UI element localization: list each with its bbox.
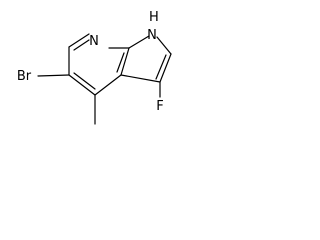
bond-n1-c2	[156, 36, 172, 55]
bond-double-c2-c3	[155, 54, 167, 80]
bond-c4-c5	[68, 74, 96, 96]
bond-c7a-n1	[128, 35, 150, 49]
molecule-drawing: N H N Br F	[17, 10, 172, 125]
bond-double-c4-c5	[73, 72, 96, 90]
bond-double-n7-c6	[73, 39, 90, 51]
bond-set	[37, 33, 172, 125]
atom-label-pyrrole-n: N	[147, 28, 157, 43]
atom-label-fluorine: F	[156, 99, 163, 114]
bond-c3-c3a	[120, 74, 161, 83]
bond-double-c7a-c3a	[116, 52, 125, 73]
atom-label-bromine: Br	[17, 69, 32, 84]
bond-c5-br	[37, 74, 70, 77]
bond-c2-c3	[159, 53, 172, 83]
atom-label-pyrrole-h: H	[149, 10, 159, 25]
chemical-structure: N H N Br F	[0, 0, 184, 136]
atom-label-pyrrole-nh: H N	[147, 10, 163, 43]
atom-label-pyridine-n: N	[89, 34, 99, 49]
bond-c3a-c4	[94, 74, 122, 96]
bond-c6-n7	[68, 33, 90, 48]
bond-c7a-c3a	[120, 47, 130, 76]
